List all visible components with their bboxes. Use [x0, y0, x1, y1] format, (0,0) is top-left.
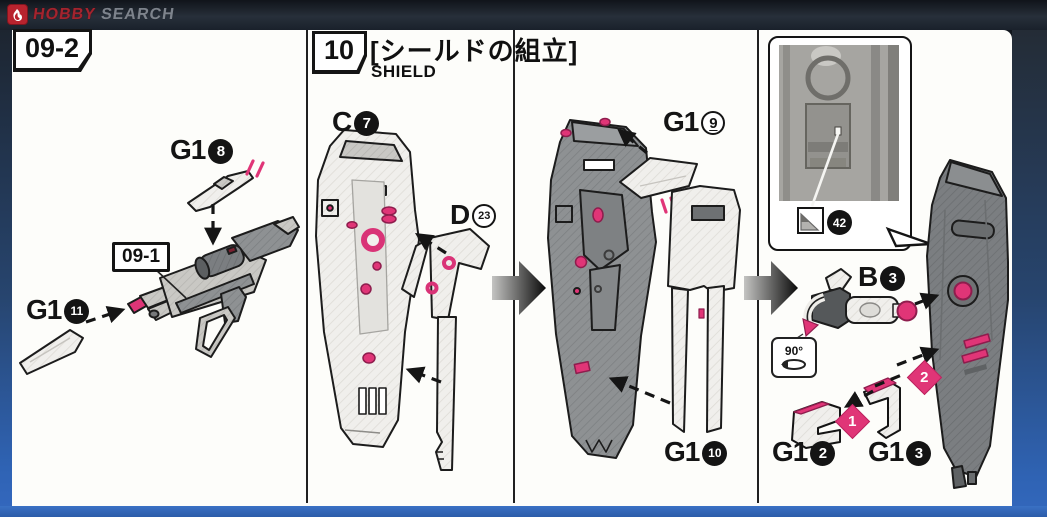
step-09-2-number: 09-2 — [16, 32, 90, 68]
part-number-badge: 11 — [64, 298, 90, 324]
rotate-90-icon: 90° — [771, 337, 817, 378]
part-number-badge: 23 — [472, 204, 497, 228]
part-label-g1-8: G1 8 — [170, 134, 234, 166]
step-10-number: 10 — [315, 34, 365, 70]
part-label-g1-11: G1 11 — [26, 294, 90, 326]
part-number-badge: 10 — [702, 440, 728, 466]
step-10-title-japanese: [シールドの組立] — [370, 36, 579, 66]
scan-left-border — [0, 30, 12, 517]
scan-bottom-border — [0, 506, 1047, 517]
rotation-ellipse-glyph — [781, 358, 806, 370]
runner-code: G1 — [26, 294, 62, 325]
part-label-d-23: D 23 — [450, 199, 497, 231]
part-number-badge: 3 — [906, 440, 932, 466]
flame-icon — [7, 4, 28, 25]
part-label-g1-2: G1 2 — [772, 436, 836, 468]
scan-top-border — [0, 0, 1047, 30]
runner-code: G1 — [772, 436, 808, 467]
runner-code: G1 — [663, 106, 699, 137]
part-label-c-7: C 7 — [332, 106, 380, 138]
section-divider-1 — [306, 30, 308, 503]
subassembly-ref-09-1: 09-1 — [112, 242, 171, 272]
part-number-badge: 2 — [810, 440, 836, 466]
sequence-number: 2 — [920, 369, 929, 386]
step-10-badge: 10 — [312, 31, 368, 74]
part-label-g1-9: G1 9 — [663, 106, 726, 138]
runner-code: C — [332, 106, 352, 137]
part-number-badge: 3 — [880, 265, 906, 291]
step-10-title-english: SHIELD — [371, 62, 437, 81]
rotation-degree-label: 90° — [784, 343, 804, 358]
panel-divider-1 — [513, 30, 515, 503]
part-label-b-3: B 3 — [858, 261, 906, 293]
watermark-text-search: SEARCH — [99, 5, 176, 23]
part-label-g1-10: G1 10 — [664, 436, 728, 468]
runner-code: G1 — [664, 436, 700, 467]
runner-code: G1 — [868, 436, 904, 467]
sequence-number: 1 — [848, 413, 857, 430]
scan-right-border — [1012, 30, 1047, 517]
part-label-g1-3: G1 3 — [868, 436, 932, 468]
watermark-text-hobby: HOBBY — [31, 5, 98, 23]
runner-code: G1 — [170, 134, 206, 165]
hobby-search-watermark: HOBBY SEARCH — [7, 4, 176, 25]
part-number-badge: 8 — [208, 138, 234, 164]
part-number-badge: 7 — [354, 110, 380, 136]
runner-code: D — [450, 199, 470, 230]
part-number-badge: 9 — [701, 111, 726, 135]
panel-divider-2 — [757, 30, 759, 503]
sticker-number-42: 42 — [827, 208, 852, 235]
sticker-number-badge: 42 — [827, 210, 852, 235]
step-09-2-badge: 09-2 — [13, 29, 93, 72]
runner-code: B — [858, 261, 878, 292]
